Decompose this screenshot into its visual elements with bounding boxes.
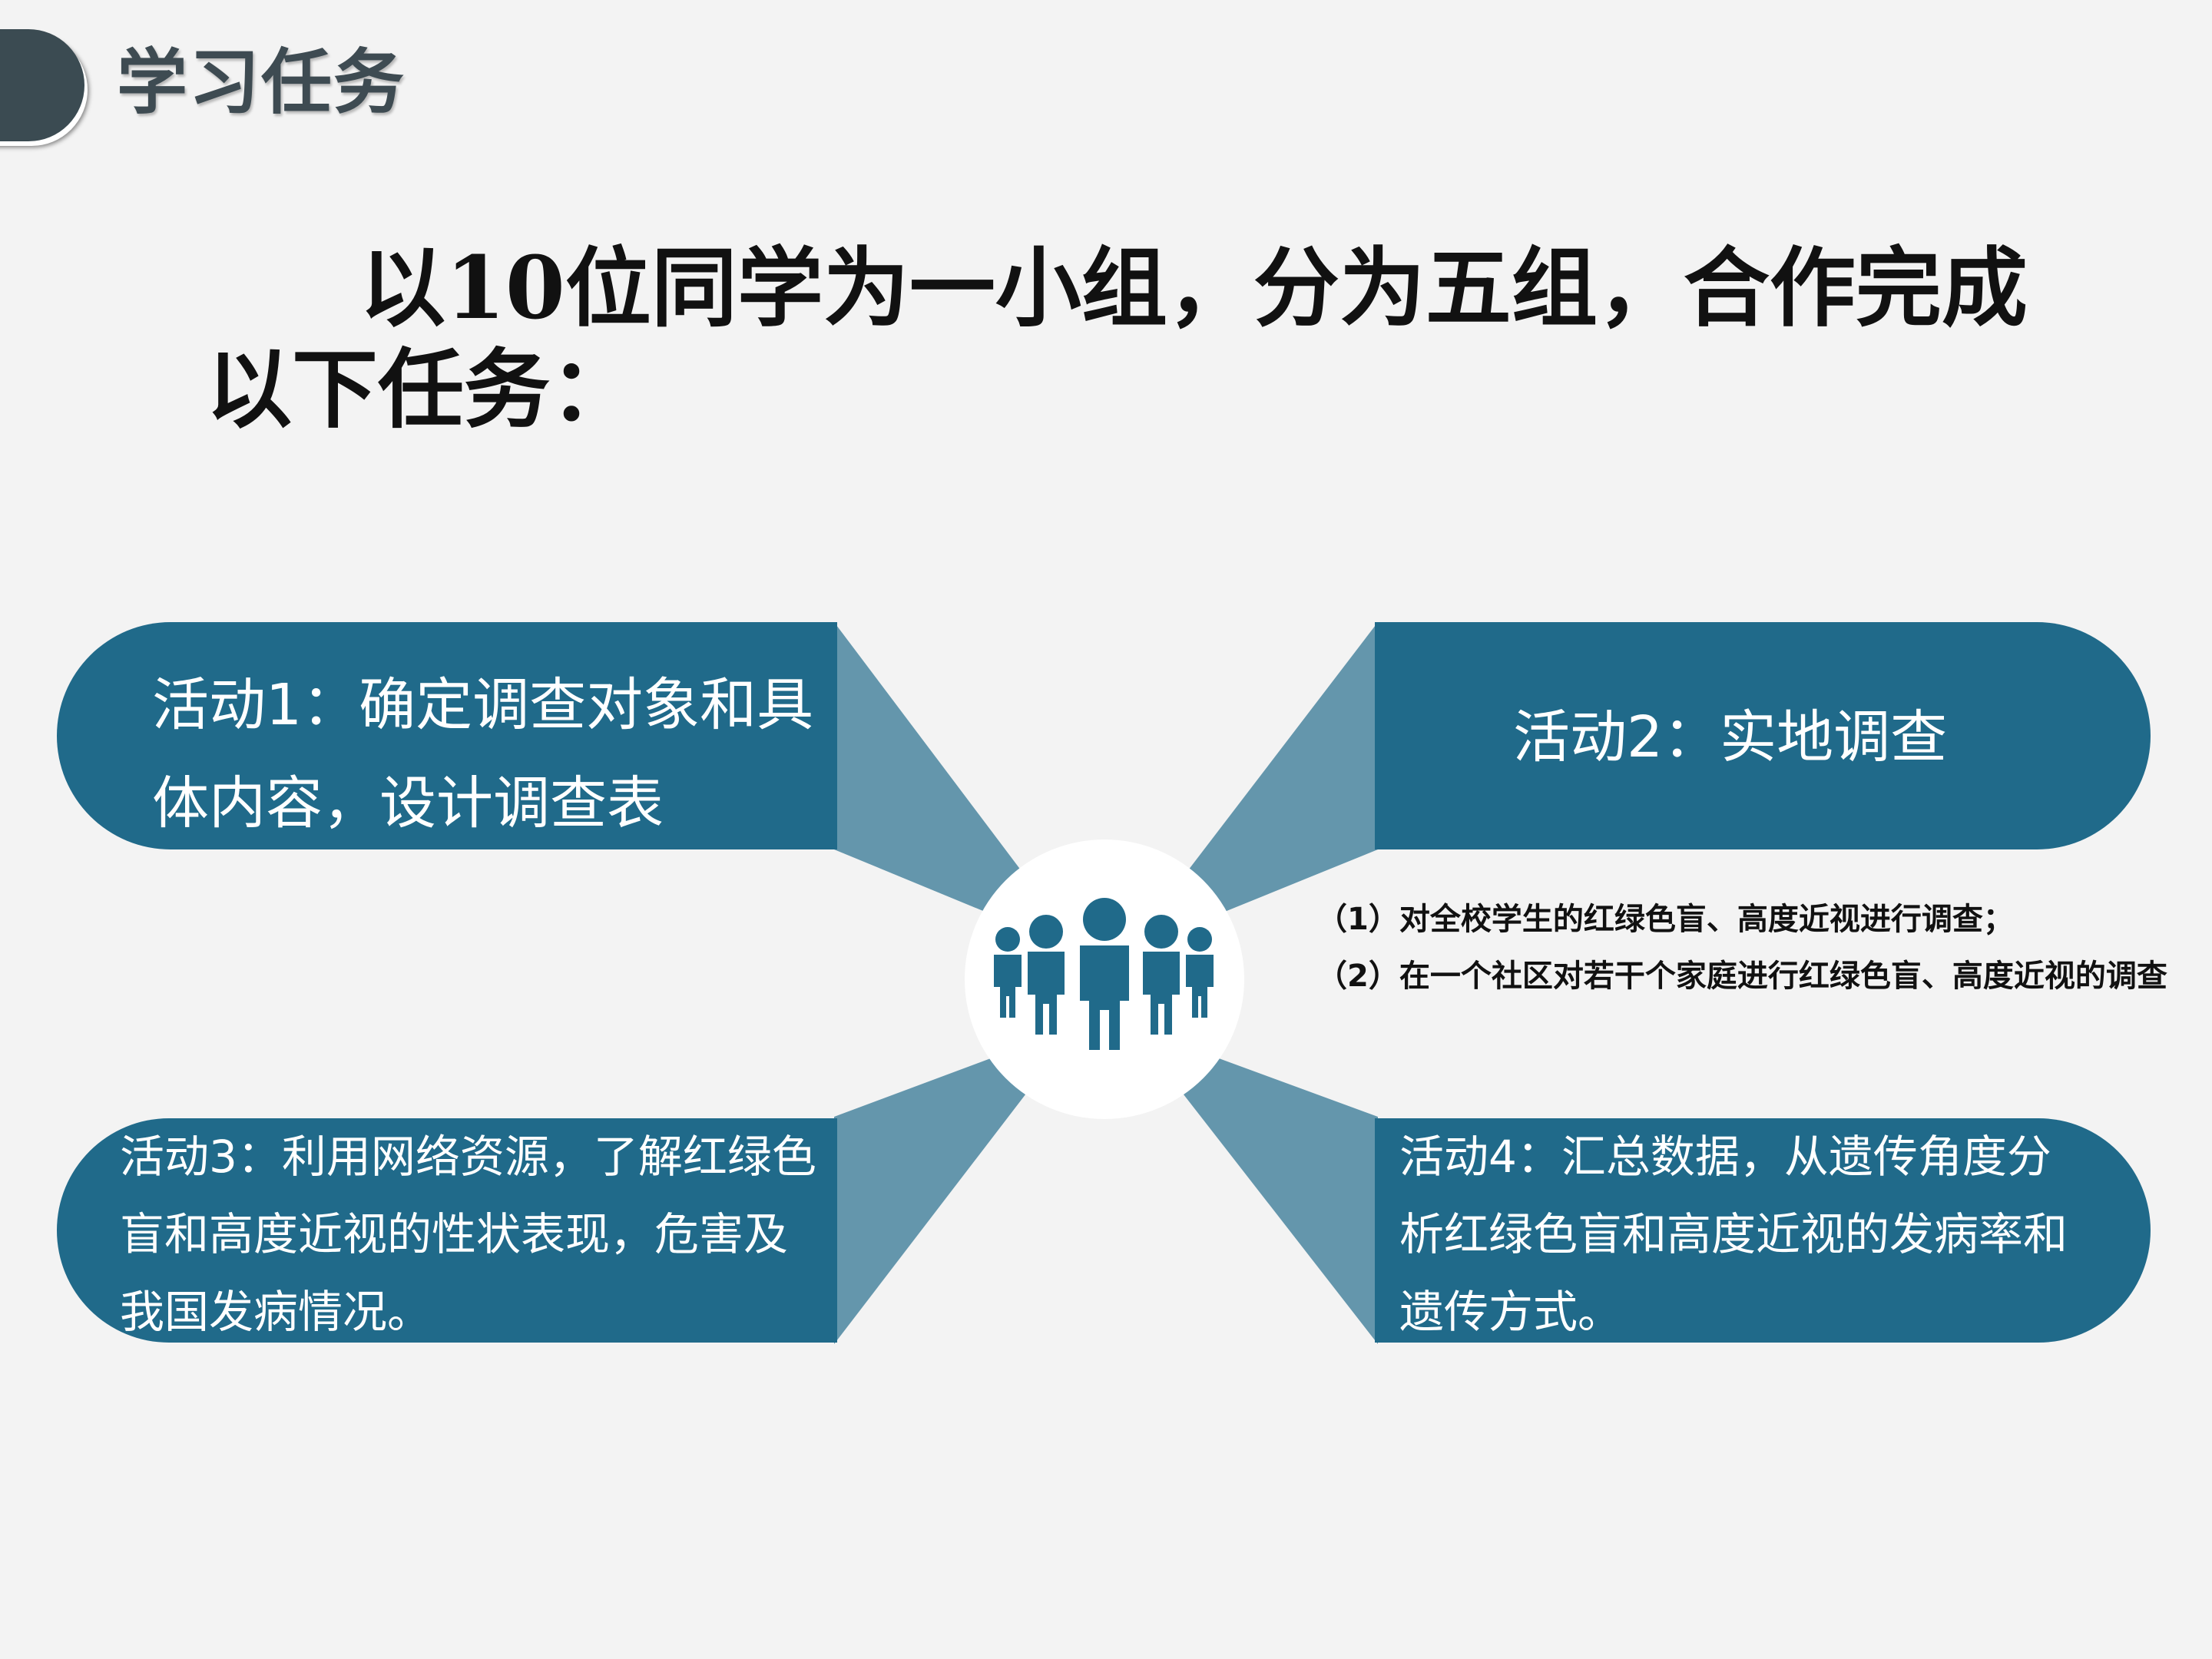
connector-top-left [834, 622, 1031, 929]
page-title: 学习任务 [117, 41, 406, 124]
activity-1-text: 活动1：确定调查对象和具体内容，设计调查表 [152, 672, 814, 836]
connector-bottom-left [834, 1045, 1031, 1344]
activity-2-pill: 活动2：实地调查 [1375, 622, 2151, 849]
activity-3-pill: 活动3：利用网络资源，了解红绿色盲和高度近视的性状表现，危害及我国发病情况。 [57, 1118, 837, 1343]
activity-2-text: 活动2：实地调查 [1513, 704, 1948, 770]
activity-4-pill: 活动4：汇总数据，从遗传角度分析红绿色盲和高度近视的发病率和遗传方式。 [1375, 1118, 2151, 1343]
subtask-1: （1）对全校学生的红绿色盲、高度近视进行调查； [1316, 902, 2014, 937]
subtask-2: （2）在一个社区对若干个家庭进行红绿色盲、高度近视的调查 [1316, 959, 2167, 994]
activity-4-text: 活动4：汇总数据，从遗传角度分析红绿色盲和高度近视的发病率和遗传方式。 [1399, 1131, 2068, 1338]
intro-text: 以10位同学为一小组，分为五组，合作完成以下任务： [206, 238, 2028, 440]
connector-bottom-right [1178, 1045, 1378, 1344]
center-circle [965, 839, 1244, 1119]
connector-top-right [1178, 622, 1378, 929]
people-group-icon [994, 898, 1214, 1050]
activity-1-pill: 活动1：确定调查对象和具体内容，设计调查表 [57, 622, 837, 849]
activity-3-text: 活动3：利用网络资源，了解红绿色盲和高度近视的性状表现，危害及我国发病情况。 [120, 1131, 816, 1338]
activity-2-subtasks: （1）对全校学生的红绿色盲、高度近视进行调查； （2）在一个社区对若干个家庭进行… [1316, 891, 2207, 1005]
